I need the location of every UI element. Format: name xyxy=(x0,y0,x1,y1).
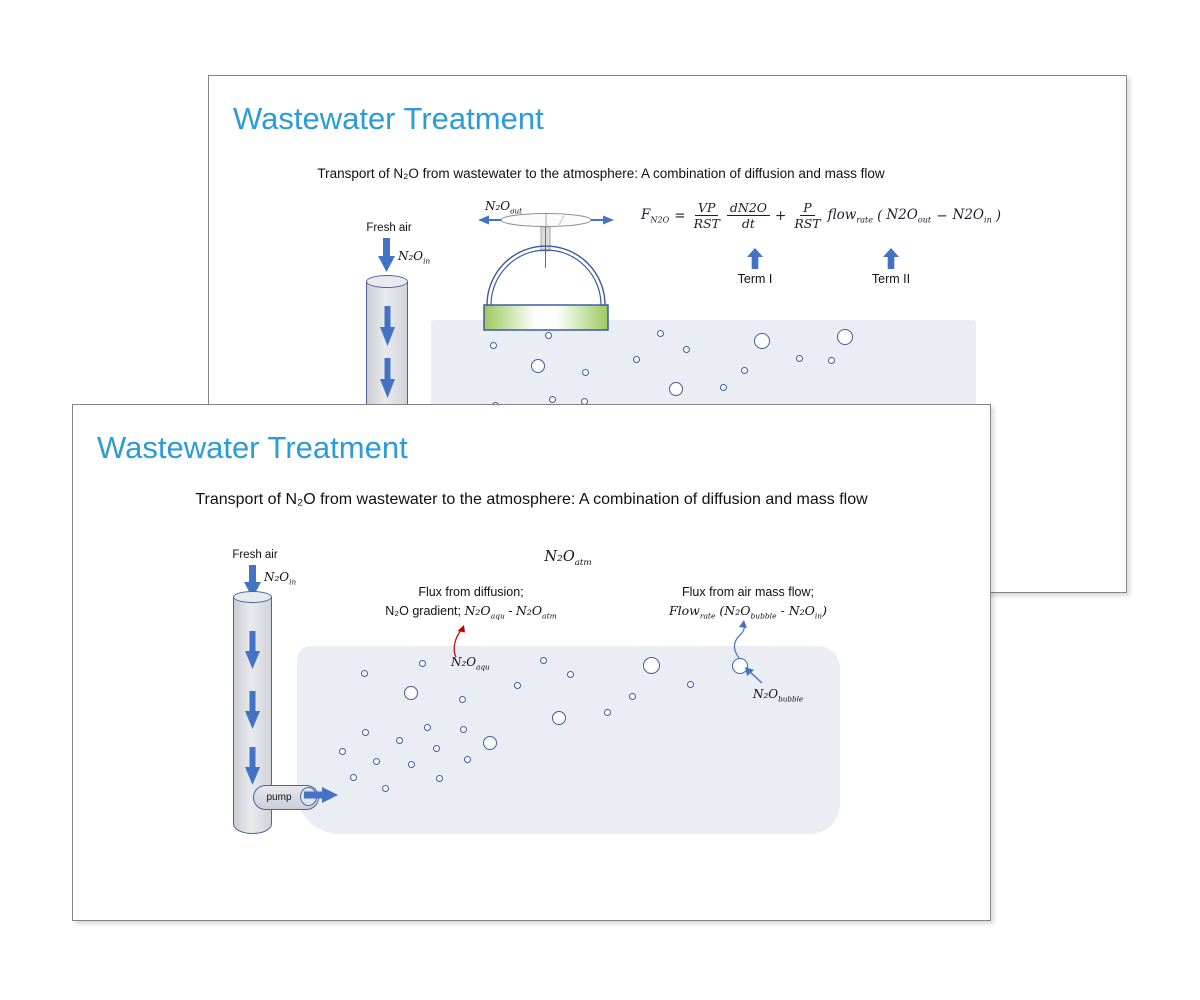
down-arrow-icon xyxy=(380,358,395,398)
bubble xyxy=(372,757,380,765)
bubble xyxy=(642,656,660,674)
bubble xyxy=(603,708,611,716)
n2o-atm-label: N₂Oatm xyxy=(544,549,592,568)
down-arrow-icon xyxy=(380,306,395,346)
bubble xyxy=(552,711,566,725)
green-float xyxy=(483,304,609,331)
bubble xyxy=(539,656,547,664)
back-bubbles xyxy=(209,76,1126,592)
bubble xyxy=(827,356,835,364)
formula-paren-close: ) xyxy=(995,207,1002,224)
bubble xyxy=(435,774,443,782)
bubble xyxy=(837,329,853,345)
bubble xyxy=(361,728,369,736)
bubble xyxy=(423,723,431,731)
fraction: P RST xyxy=(794,200,821,231)
bubble xyxy=(719,383,727,391)
bubble xyxy=(483,736,497,750)
term1-label: Term I xyxy=(737,272,773,286)
bubble xyxy=(463,755,471,763)
bubble xyxy=(458,695,466,703)
minus-sign: − xyxy=(936,207,948,224)
down-arrow-icon xyxy=(378,238,395,272)
bubble xyxy=(381,784,389,792)
bubble xyxy=(418,659,426,667)
up-arrow-icon xyxy=(883,248,899,269)
front-bubbles xyxy=(73,405,990,920)
bubble xyxy=(566,670,574,678)
equals-sign: = xyxy=(674,207,686,224)
bubble xyxy=(754,333,770,349)
slide-subtitle: Transport of N₂O from wastewater to the … xyxy=(195,491,868,508)
down-arrow-icon xyxy=(244,565,261,598)
bubble xyxy=(404,686,418,700)
formula-flowrate: flowrate xyxy=(827,206,874,225)
floating-chamber xyxy=(478,213,614,331)
bubble xyxy=(682,345,690,353)
n2o-out-label: N₂Oout xyxy=(485,199,523,216)
n2o-in-label: N₂Oin xyxy=(264,570,297,587)
down-arrow-icon xyxy=(245,747,260,785)
bubble-pointer-arrow-icon xyxy=(745,667,763,684)
n2o-aqu-label: N₂Oaqu xyxy=(451,655,490,672)
fresh-air-label: Fresh air xyxy=(366,222,412,234)
blue-curved-arrow-icon xyxy=(733,620,747,659)
bubble xyxy=(513,681,521,689)
bubble xyxy=(338,747,346,755)
up-arrow-icon xyxy=(747,248,763,269)
fraction: VP RST xyxy=(693,200,720,231)
bubble xyxy=(531,359,545,373)
right-arrow-icon xyxy=(304,787,338,803)
term2-label: Term II xyxy=(871,272,911,286)
bubble xyxy=(349,773,357,781)
bubble xyxy=(432,744,440,752)
n2o-in-label: N₂Oin xyxy=(398,249,431,266)
bubble xyxy=(732,658,748,674)
slide-subtitle: Transport of N₂O from wastewater to the … xyxy=(317,166,885,181)
inlet-tube-rim xyxy=(366,275,408,288)
fraction: dN2O dt xyxy=(726,200,771,231)
red-curved-arrow-icon xyxy=(453,625,465,658)
flux-formula: FN2O = VP RST dN2O dt + P RST flowrate (… xyxy=(641,200,1001,231)
bubble xyxy=(669,382,683,396)
formula-term-out: N2Oout xyxy=(886,206,932,225)
bubble xyxy=(628,692,636,700)
bubble xyxy=(544,331,552,339)
bubble xyxy=(459,725,467,733)
bubble xyxy=(548,395,556,403)
bubble xyxy=(795,354,803,362)
bubble xyxy=(407,760,415,768)
bubble xyxy=(489,341,497,349)
formula-lhs: FN2O xyxy=(641,206,670,225)
down-arrow-icon xyxy=(245,631,260,669)
inlet-tube-rim xyxy=(233,591,272,603)
bubble xyxy=(740,366,748,374)
bubble xyxy=(360,669,368,677)
bubble xyxy=(656,329,664,337)
formula-term-in: N2Oin xyxy=(952,206,992,225)
dome xyxy=(486,245,606,306)
flux-massflow-annotation: Flux from air mass flow; Flowrate (N₂Obu… xyxy=(668,585,828,620)
formula-paren-open: ( xyxy=(877,207,883,224)
down-arrow-icon xyxy=(245,691,260,729)
bubble xyxy=(632,355,640,363)
n2o-bubble-label: N₂Obubble xyxy=(753,687,804,704)
plus-sign: + xyxy=(775,207,787,224)
fresh-air-label: Fresh air xyxy=(232,549,278,561)
slide-front[interactable]: Wastewater Treatment Transport of N₂O fr… xyxy=(72,404,991,921)
page-title: Wastewater Treatment xyxy=(233,101,544,136)
pump-label: pump xyxy=(266,792,292,803)
bubble xyxy=(686,680,694,688)
bubble xyxy=(395,736,403,744)
bubble xyxy=(581,368,589,376)
page-title: Wastewater Treatment xyxy=(97,430,408,465)
flux-diffusion-annotation: Flux from diffusion; N₂O gradient; N₂Oaq… xyxy=(385,585,557,620)
